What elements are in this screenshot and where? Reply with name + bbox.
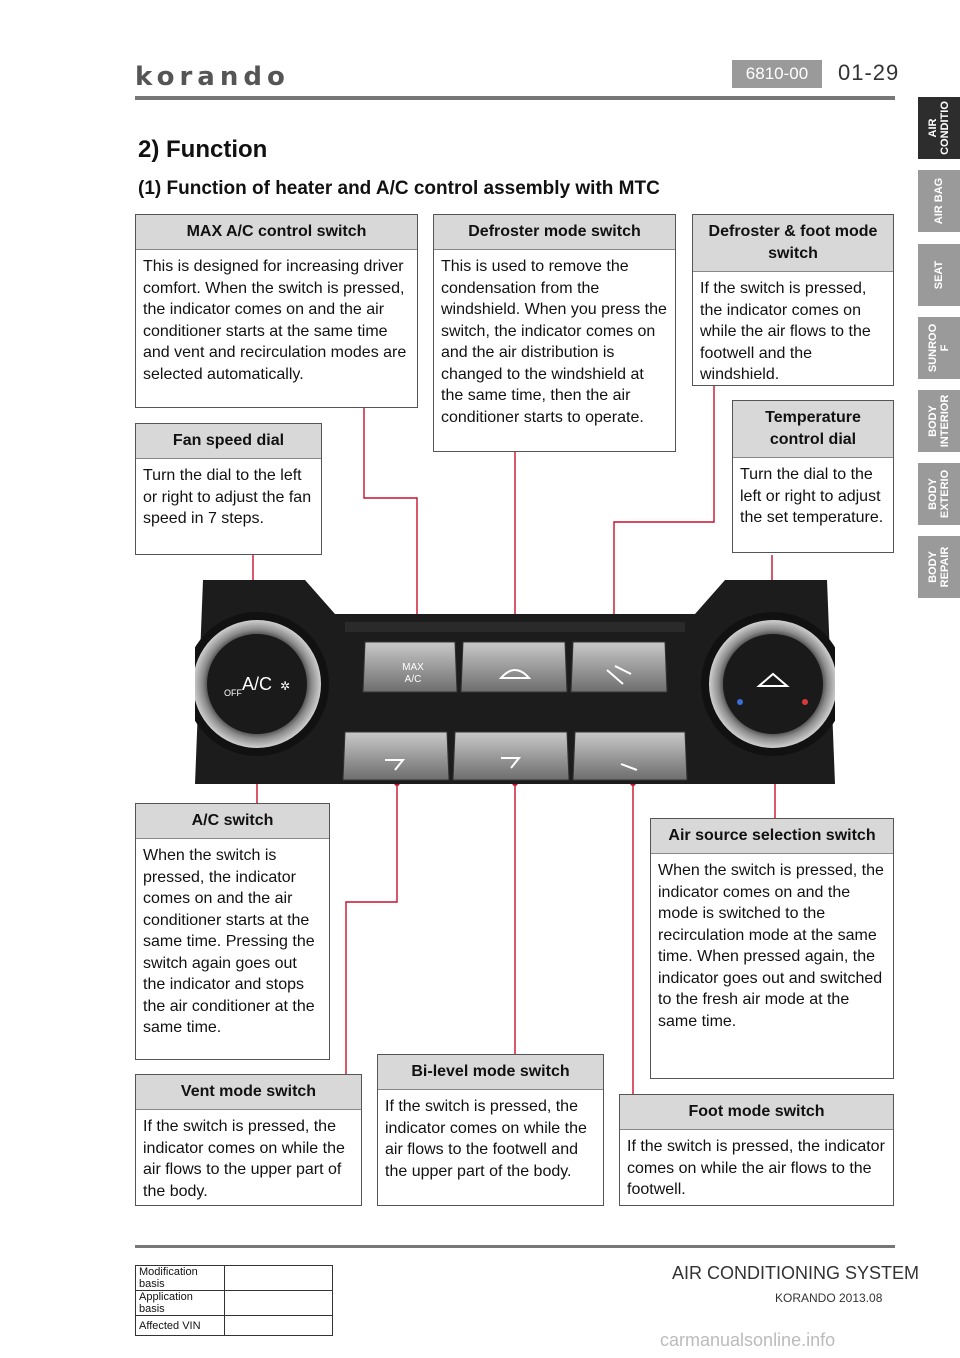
ac-dial-label: A/C: [242, 674, 272, 694]
callout-ac-switch: A/C switch When the switch is pressed, t…: [135, 803, 330, 1060]
korando-logo: korando: [135, 62, 290, 92]
callout-body: Turn the dial to the left or right to ad…: [740, 466, 884, 526]
callout-defroster-foot: Defroster & foot mode switch If the swit…: [692, 214, 894, 386]
callout-bilevel: Bi-level mode switch If the switch is pr…: [377, 1054, 604, 1206]
side-tab-body-exterior[interactable]: BODY EXTERIO: [918, 463, 960, 525]
side-tab-air-conditioning[interactable]: AIR CONDITIO: [918, 97, 960, 159]
callout-vent: Vent mode switch If the switch is presse…: [135, 1074, 362, 1206]
side-tab-seat[interactable]: SEAT: [918, 244, 960, 306]
recirculation-icon: [756, 672, 790, 687]
callout-title: Foot mode switch: [620, 1095, 893, 1130]
defroster-icon: [498, 669, 532, 679]
callout-body: When the switch is pressed, the indicato…: [143, 847, 315, 1036]
control-panel-illustration: A/C OFF ✲ MAX A/C: [195, 580, 835, 784]
table-row-label: Affected VIN: [135, 1315, 225, 1336]
callout-title: Air source selection switch: [651, 819, 893, 854]
system-title: AIR CONDITIONING SYSTEM: [672, 1263, 920, 1283]
header-rule: [135, 96, 895, 100]
watermark: carmanualsonline.info: [660, 1330, 836, 1350]
callout-temperature: Temperature control dial Turn the dial t…: [732, 400, 894, 553]
leader-vent: [345, 783, 398, 1074]
section-code-badge: 6810-00: [732, 60, 822, 88]
side-tab-air-bag[interactable]: AIR BAG: [918, 170, 960, 232]
bilevel-icon: [501, 757, 522, 769]
callout-foot: Foot mode switch If the switch is presse…: [619, 1094, 894, 1206]
table-row-label: Application basis: [135, 1290, 225, 1316]
callout-body: If the switch is pressed, the indicator …: [385, 1098, 587, 1180]
table-cell: [224, 1315, 333, 1336]
callout-air-source: Air source selection switch When the swi…: [650, 818, 894, 1079]
table-row-label: Modification basis: [135, 1265, 225, 1291]
fan-icon: ✲: [280, 679, 290, 693]
callout-title: Bi-level mode switch: [378, 1055, 603, 1090]
footer-rule: [135, 1245, 895, 1248]
side-tab-sunroof[interactable]: SUNROO F: [918, 317, 960, 379]
modification-table: Modification basis Application basis Aff…: [135, 1265, 333, 1336]
callout-body: If the switch is pressed, the indicator …: [143, 1118, 345, 1200]
callout-body: When the switch is pressed, the indicato…: [658, 862, 884, 1030]
leader-max-ac: [363, 408, 418, 640]
callout-body: This is used to remove the condensation …: [441, 258, 667, 426]
callout-body: If the switch is pressed, the indicator …: [627, 1138, 885, 1198]
callout-title: Defroster mode switch: [434, 215, 675, 250]
defroster-foot-icon: [606, 665, 632, 685]
table-cell: [224, 1290, 333, 1316]
table-cell: [224, 1265, 333, 1291]
callout-title: Defroster & foot mode switch: [693, 215, 893, 272]
callout-defroster: Defroster mode switch This is used to re…: [433, 214, 676, 452]
callout-fan-speed: Fan speed dial Turn the dial to the left…: [135, 423, 322, 555]
model-label: KORANDO 2013.08: [775, 1291, 883, 1305]
vent-icon: [385, 759, 406, 771]
max-ac-label: MAX: [402, 662, 424, 673]
foot-icon: [620, 763, 638, 771]
callout-title: A/C switch: [136, 804, 329, 839]
callout-body: Turn the dial to the left or right to ad…: [143, 467, 312, 527]
callout-title: MAX A/C control switch: [136, 215, 417, 250]
off-label: OFF: [224, 688, 242, 698]
page-number: 01-29: [838, 60, 900, 85]
callout-title: Temperature control dial: [733, 401, 893, 458]
section-title: 2) Function: [138, 136, 268, 163]
callout-body: This is designed for increasing driver c…: [143, 258, 407, 383]
callout-title: Fan speed dial: [136, 424, 321, 459]
callout-max-ac: MAX A/C control switch This is designed …: [135, 214, 418, 408]
leader-defroster-foot: [613, 386, 715, 638]
side-tab-body-interior[interactable]: BODY INTERIOR: [918, 390, 960, 452]
subsection-title: (1) Function of heater and A/C control a…: [138, 178, 660, 199]
svg-text:A/C: A/C: [405, 674, 422, 685]
side-tab-body-repair[interactable]: BODY REPAIR: [918, 536, 960, 598]
callout-body: If the switch is pressed, the indicator …: [700, 280, 871, 383]
callout-title: Vent mode switch: [136, 1075, 361, 1110]
